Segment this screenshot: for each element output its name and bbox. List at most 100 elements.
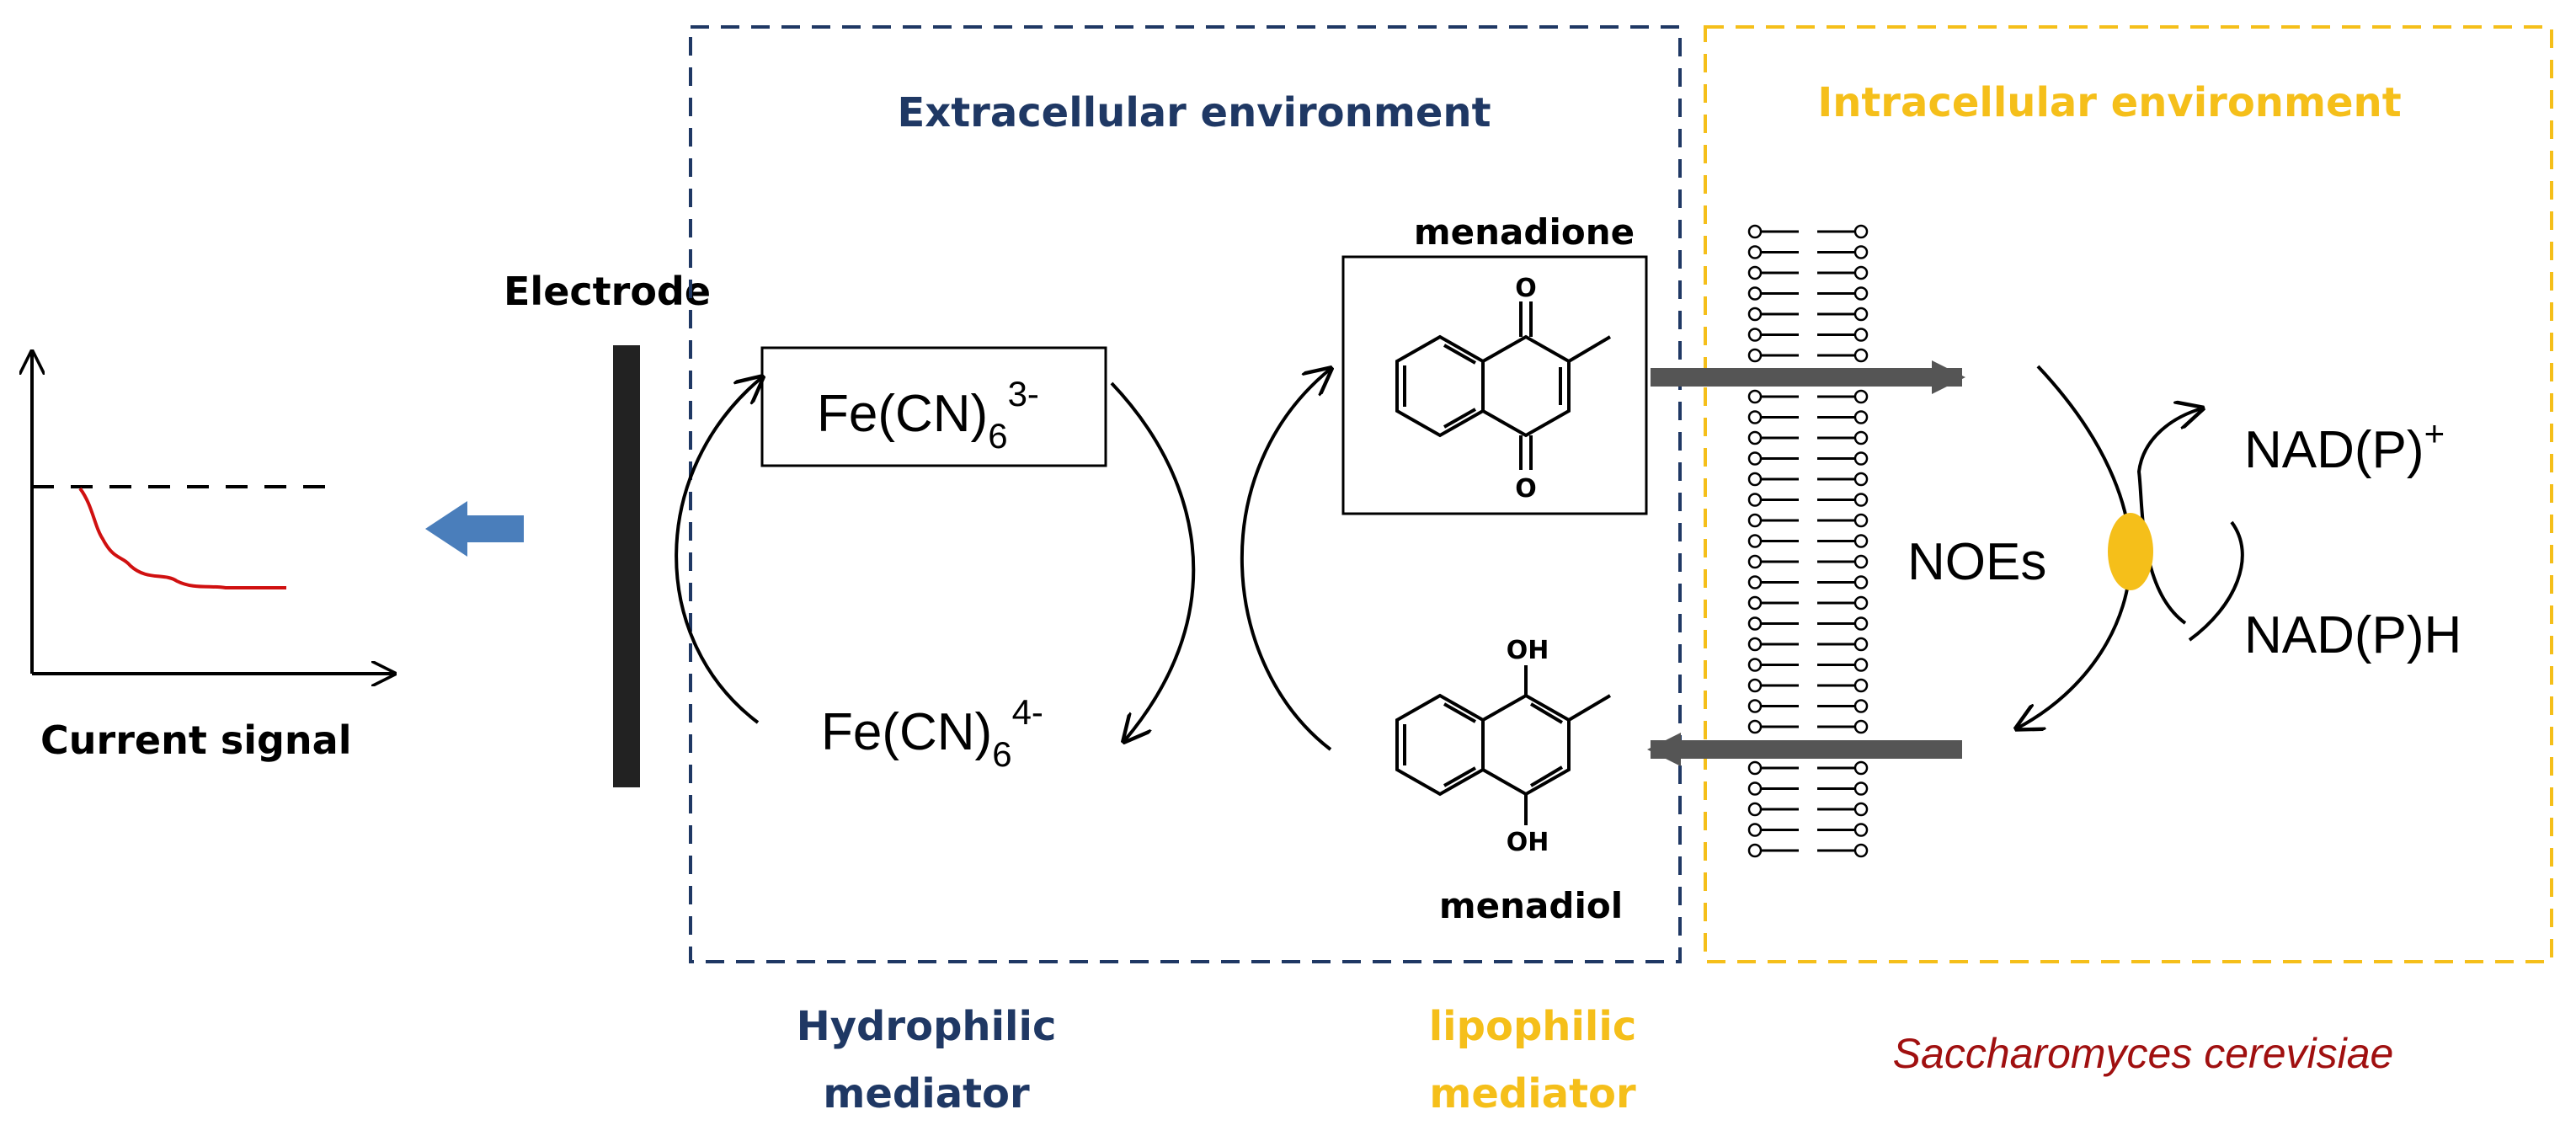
lipid-head [1747, 451, 1763, 466]
lipid-head [1747, 699, 1763, 713]
lipid-head [1853, 389, 1869, 404]
lipid-head [1747, 843, 1763, 858]
lipid-head [1747, 595, 1763, 611]
lipid-head [1747, 719, 1763, 734]
nadp-plus-base: NAD(P) [2244, 421, 2424, 479]
lipid-head [1747, 534, 1763, 548]
lipid-head [1853, 719, 1869, 734]
lipid-head [1747, 265, 1763, 280]
lipid-head [1853, 307, 1869, 322]
hydrophilic-mediator-line1: Hydrophilic [797, 1003, 1057, 1050]
left-block-arrow-icon [425, 501, 524, 557]
fe4-sup: 4- [1012, 692, 1043, 732]
nadph-oxidation-arc [2136, 408, 2202, 625]
lipid-head [1747, 410, 1763, 424]
ferricyanide-label: Fe(CN)63- [817, 374, 1039, 456]
lipid-head [1747, 637, 1763, 652]
menadiol-structure [1395, 665, 1612, 825]
nadph-label: NAD(P)H [2244, 606, 2461, 664]
lipid-head [1747, 616, 1763, 631]
enzyme-ellipse-icon [2108, 513, 2153, 590]
lipid-head [1853, 658, 1869, 672]
lipid-bilayer-icon [1747, 224, 1869, 858]
lipophilic-mediator-line2: mediator [1429, 1070, 1636, 1117]
electrode-label: Electrode [504, 269, 711, 314]
nadp-plus-label: NAD(P)+ [2244, 413, 2445, 479]
menadiol-label: menadiol [1439, 885, 1623, 926]
lipophilic-mediator-line1: lipophilic [1429, 1003, 1637, 1050]
lipid-head [1747, 493, 1763, 507]
lipid-head [1853, 472, 1869, 487]
lipid-head [1853, 616, 1869, 631]
nadp-plus-sup: + [2424, 413, 2445, 453]
lipid-head [1853, 595, 1869, 611]
intracellular-region [1704, 25, 2553, 963]
lipid-head [1747, 328, 1763, 342]
lipid-head [1747, 307, 1763, 322]
menadione-bottom-oxygen: O [1515, 474, 1537, 504]
lipid-head [1747, 472, 1763, 487]
lipid-head [1747, 389, 1763, 404]
fe4-sub: 6 [992, 734, 1011, 774]
lipid-head [1747, 802, 1763, 817]
lipid-head [1853, 760, 1869, 776]
current-signal-plot [32, 352, 394, 674]
lipid-head [1853, 328, 1869, 342]
menadione-structure [1395, 301, 1612, 470]
lipid-head [1747, 658, 1763, 672]
lipid-head [1747, 760, 1763, 776]
lipid-head [1747, 554, 1763, 569]
plot-signal-curve [78, 487, 286, 589]
lipid-head [1853, 430, 1869, 445]
menadiol-bottom-hydroxyl: OH [1507, 828, 1549, 857]
lipid-head [1853, 699, 1869, 713]
lipid-head [1853, 575, 1869, 589]
menadione-top-oxygen: O [1515, 274, 1537, 303]
extracellular-title: Extracellular environment [897, 89, 1491, 136]
lipid-head [1853, 513, 1869, 528]
fe4-base: Fe(CN) [821, 703, 992, 761]
nadph-to-noes-arc [2188, 520, 2244, 642]
lipid-head [1747, 348, 1763, 363]
fe3-base: Fe(CN) [817, 385, 988, 443]
noes-label: NOEs [1907, 533, 2046, 591]
lipid-head [1853, 493, 1869, 507]
extracellular-region [689, 25, 1682, 963]
ferricyanide-box [760, 346, 1107, 467]
lipid-head [1853, 265, 1869, 280]
lipid-head [1747, 245, 1763, 259]
lipid-head [1853, 224, 1869, 239]
electrode-redox-arc [675, 377, 762, 724]
fe3-sub: 6 [988, 416, 1007, 456]
lipid-head [1853, 348, 1869, 363]
lipid-head [1853, 286, 1869, 301]
lipid-head [1747, 678, 1763, 693]
lipid-head [1853, 534, 1869, 548]
menadione-box [1341, 255, 1648, 515]
lipid-head [1747, 575, 1763, 589]
lipid-head [1853, 781, 1869, 796]
lipid-head [1853, 451, 1869, 466]
lipid-head [1853, 554, 1869, 569]
lipid-head [1747, 823, 1763, 837]
lipid-head [1853, 678, 1869, 693]
lipid-head [1853, 245, 1869, 259]
lipid-head [1853, 823, 1869, 837]
lipid-head [1747, 430, 1763, 445]
menadiol-oxidation-arc [1240, 369, 1331, 751]
lipid-head [1853, 843, 1869, 858]
ferrocyanide-label: Fe(CN)64- [821, 692, 1043, 774]
menadione-label: menadione [1414, 211, 1635, 253]
lipid-head [1853, 410, 1869, 424]
fe3-sup: 3- [1008, 374, 1039, 413]
lipid-head [1747, 513, 1763, 528]
lipid-head [1853, 637, 1869, 652]
hydrophilic-mediator-line2: mediator [823, 1070, 1030, 1117]
lipid-head [1747, 224, 1763, 239]
electrode-bar [613, 345, 640, 787]
lipid-head [1747, 286, 1763, 301]
menadiol-top-hydroxyl: OH [1507, 636, 1549, 665]
ferricyanide-reduction-arc [1110, 381, 1196, 741]
current-signal-label: Current signal [40, 717, 351, 763]
